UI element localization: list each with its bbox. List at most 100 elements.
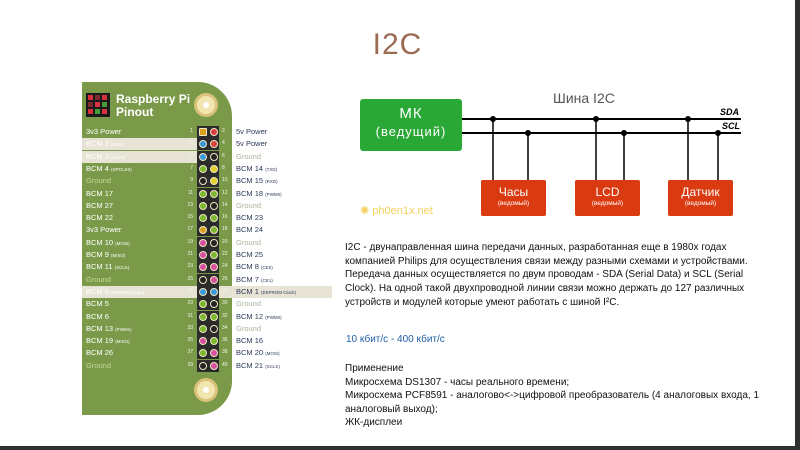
pin-left-dot — [199, 361, 207, 370]
pin-left-number: 25 — [187, 275, 193, 282]
pin-left-name: BCM 6 — [86, 311, 109, 321]
pin-right-dot — [210, 251, 218, 259]
pinout-brand-line2: Pinout — [116, 105, 154, 119]
mount-hole-top — [194, 93, 218, 117]
pin-left-number: 27 — [187, 287, 193, 294]
pin-left-number: 31 — [187, 312, 193, 319]
pin-left-name: BCM 5 — [86, 299, 109, 309]
pin-right-number: 26 — [222, 275, 228, 282]
pin-right-dot — [210, 201, 218, 210]
pin-right-dot — [210, 361, 218, 370]
mount-hole-bottom — [194, 378, 218, 402]
pin-left-number: 11 — [187, 189, 193, 196]
pin-left-dot — [199, 152, 207, 161]
pin-right-dot — [210, 287, 218, 296]
pin-right-name: 5v Power — [236, 127, 268, 136]
master-label: МК — [399, 105, 423, 122]
pin-left-name: BCM 27 — [86, 200, 114, 210]
pin-left-name: BCM 19 (MISO) — [86, 336, 130, 346]
speed-range: 10 кбит/с - 400 кбит/с — [346, 334, 445, 345]
description: I2C - двунаправленная шина передачи данн… — [345, 242, 748, 308]
pin-right-name: Ground — [236, 237, 262, 247]
pin-right-name: Ground — [236, 323, 262, 333]
row-highlight — [82, 138, 197, 151]
pin-right-dot — [210, 164, 218, 173]
pin-right-name: BCM 7 (CE1) — [236, 274, 273, 284]
pin-right-name: Ground — [236, 200, 262, 210]
pin-right-dot — [210, 275, 218, 284]
pin-left-number: 29 — [187, 300, 193, 307]
slave-lcd: LCD (ведомый) — [575, 180, 640, 216]
pin-row: BCM 5 29 30 Ground — [82, 298, 332, 311]
pin-left-dot — [199, 337, 207, 346]
pin-left-number: 3 — [190, 140, 193, 147]
slave-label: Датчик — [681, 185, 720, 199]
pin-left-dot — [199, 238, 207, 247]
slave-label: LCD — [595, 185, 620, 199]
pin-left-number: 1 — [190, 128, 193, 134]
pin-left-dot — [199, 201, 207, 210]
pin-right-number: 2 — [222, 128, 225, 134]
pin-right-name: BCM 24 — [236, 225, 264, 235]
scl-label: SCL — [722, 121, 740, 131]
pin-left-number: 9 — [190, 177, 193, 184]
bus-drops — [492, 119, 719, 181]
frame-bottom — [0, 446, 800, 450]
master-sublabel: (ведущий) — [375, 124, 447, 139]
pin-right-number: 8 — [222, 164, 225, 171]
pin-left-name: BCM 10 (MOSI) — [86, 237, 130, 247]
pin-right-number: 16 — [222, 214, 228, 221]
pin-left-dot — [199, 251, 207, 259]
pin-left-number: 35 — [187, 337, 193, 344]
pin-left-name: 3v3 Power — [86, 225, 122, 235]
pin-right-dot — [210, 349, 218, 358]
pin-left-dot — [199, 324, 207, 333]
pin-right-number: 14 — [222, 201, 228, 208]
pin-right-number: 30 — [222, 300, 228, 307]
pin-row: Ground 25 26 BCM 7 (CE1) — [82, 273, 332, 286]
slave-label: Часы — [498, 185, 529, 199]
pin-right-name: BCM 20 (MOSI) — [236, 348, 280, 358]
slave-sublabel: (ведомый) — [591, 200, 624, 207]
pin-right-number: 38 — [222, 349, 228, 356]
watermark: ✺ ph0en1x.net — [360, 204, 433, 217]
pin-left-number: 5 — [190, 152, 193, 159]
pin-left-number: 15 — [187, 214, 193, 221]
pin-left-dot — [199, 349, 207, 358]
pin-right-name: BCM 12 (PWM0) — [236, 311, 282, 321]
pin-left-dot — [199, 226, 207, 235]
pin-left-dot — [199, 189, 207, 198]
pin-left-number: 7 — [190, 164, 193, 171]
pin-right-name: BCM 25 — [236, 250, 264, 259]
pin-right-number: 34 — [222, 324, 228, 331]
pin-left-name: Ground — [86, 274, 112, 284]
pin-right-dot — [210, 337, 218, 346]
master-block: МК (ведущий) — [360, 99, 462, 151]
pin-right-number: 4 — [222, 140, 225, 147]
bus-junctions — [490, 116, 721, 136]
pin-right-number: 22 — [222, 251, 228, 257]
pin-left-name: BCM 4 (GPCLK0) — [86, 163, 132, 173]
pin-right-dot — [210, 189, 218, 198]
pin-right-dot — [210, 214, 218, 223]
pin-right-name: BCM 8 (CE0) — [236, 262, 273, 272]
pin-left-dot — [199, 140, 207, 149]
pin-right-dot — [210, 152, 218, 161]
pin-right-name: Ground — [236, 299, 262, 309]
pin-right-number: 18 — [222, 226, 228, 233]
pin-left-dot — [199, 300, 207, 309]
application-item: Микросхема DS1307 - часы реального време… — [345, 376, 570, 388]
pin-right-name: 5v Power — [236, 139, 268, 149]
